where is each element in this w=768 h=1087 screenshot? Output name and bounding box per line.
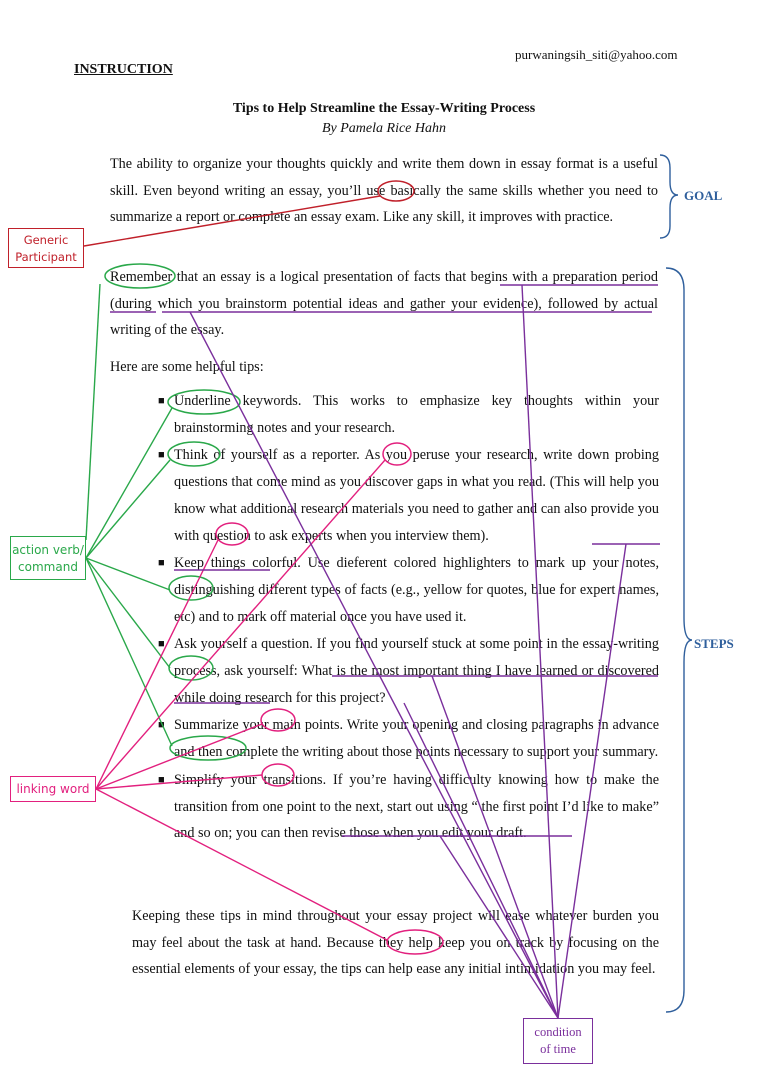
tip-text: Keep things colorful. Use dieferent colo…	[174, 555, 659, 625]
list-item: ■ Summarize your main points. Write your …	[155, 712, 659, 765]
list-item: ■ Think of yourself as a reporter. As you…	[155, 442, 659, 549]
goal-paragraph: The ability to organize your thoughts qu…	[110, 156, 658, 226]
article-byline: By Pamela Rice Hahn	[321, 121, 446, 136]
article-title: Tips to Help Streamline the Essay-Writin…	[232, 101, 536, 116]
generic-participant-label: Generic Participant	[8, 228, 84, 268]
bullet-square-icon: ■	[158, 773, 165, 786]
tips-lead-paragraph: Here are some helpful tips:	[110, 359, 264, 375]
closing-paragraph: Keeping these tips in mind throughout yo…	[132, 908, 659, 978]
steps-bracket	[665, 267, 693, 1013]
linking-word-label: linking word	[10, 776, 96, 802]
bullet-square-icon: ■	[158, 638, 165, 651]
steps-label: STEPS	[694, 636, 734, 651]
section-heading: INSTRUCTION	[74, 62, 173, 77]
author-email: purwaningsih_siti@yahoo.com	[515, 47, 678, 62]
action-verb-label: action verb/ command	[10, 536, 86, 580]
tip-text: Ask yourself a question. If you find you…	[174, 636, 659, 706]
tip-text: Think of yourself as a reporter. As you …	[174, 447, 659, 544]
tip-text: Summarize your main points. Write your o…	[174, 717, 659, 761]
tip-text: Underline keywords. This works to emphas…	[174, 393, 659, 436]
bullet-square-icon: ■	[158, 449, 165, 462]
list-item: ■ Underline keywords. This works to empha…	[155, 388, 659, 441]
condition-of-time-label: condition of time	[523, 1018, 593, 1064]
list-item: ■ Ask yourself a question. If you find yo…	[155, 631, 659, 711]
goal-label: GOAL	[684, 188, 723, 203]
tips-list: ■ Underline keywords. This works to empha…	[155, 388, 659, 848]
bullet-square-icon: ■	[158, 557, 165, 570]
goal-bracket	[659, 154, 679, 239]
bullet-square-icon: ■	[158, 719, 165, 732]
bullet-square-icon: ■	[158, 395, 165, 407]
list-item: ■ Simplify your transitions. If you’re ha…	[155, 767, 659, 847]
steps-intro-paragraph: Remember that an essay is a logical pres…	[110, 269, 658, 339]
list-item: ■ Keep things colorful. Use dieferent col…	[155, 550, 659, 630]
tip-text: Simplify your transitions. If you’re hav…	[174, 771, 659, 842]
